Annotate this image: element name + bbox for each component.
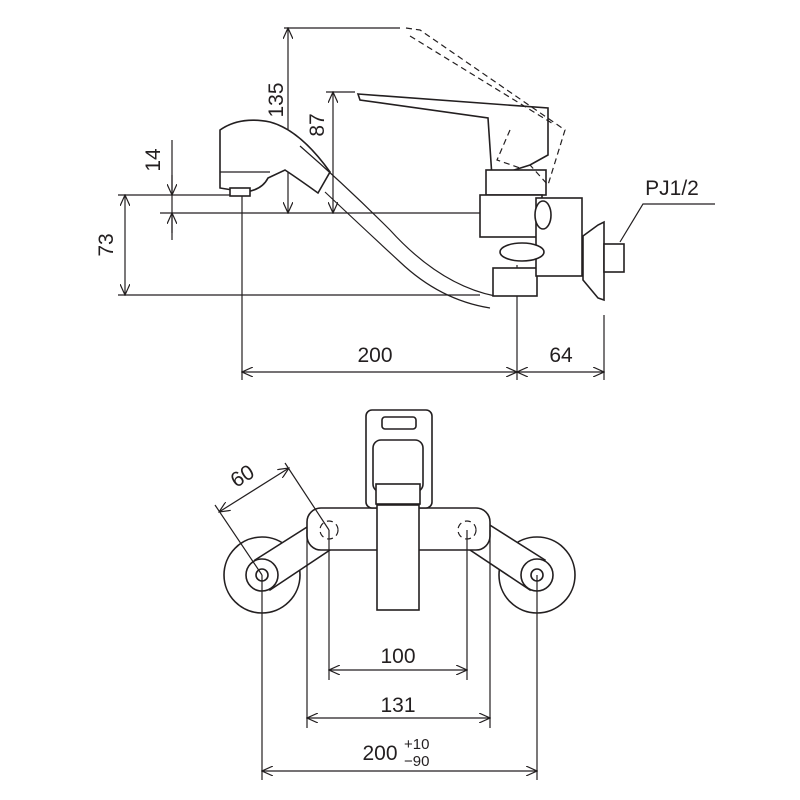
dim-87-label: 87 [306, 113, 329, 136]
dim-131-label: 131 [380, 694, 415, 717]
spout-pipe-top [299, 145, 496, 297]
cartridge-body [485, 169, 547, 196]
ext-line [214, 504, 263, 576]
dim-64-label: 64 [549, 344, 573, 367]
front-view: 60 100 131 200 +10 −90 [214, 409, 576, 780]
dim-200-front-label: 200 [362, 742, 397, 765]
spout-front [376, 504, 420, 611]
lever-handle [356, 93, 549, 179]
thread-pipe [603, 243, 625, 273]
aerator [229, 187, 251, 197]
lever-grip [381, 416, 417, 430]
dim-200-label: 200 [357, 344, 392, 367]
thread-label: PJ1/2 [645, 177, 699, 200]
lever-open-position-base [496, 129, 521, 169]
dim-73-label: 73 [95, 233, 118, 256]
tolerance-plus: +10 [404, 736, 429, 753]
side-view: 135 87 14 73 200 64 PJ1/2 [95, 28, 715, 380]
spout-pipe-bottom [324, 191, 491, 309]
thread-leader [619, 203, 715, 243]
union-nut [534, 200, 552, 230]
wall-flange [582, 220, 605, 302]
cartridge-collar [375, 483, 421, 505]
ext-line [284, 462, 330, 531]
dim-100-label: 100 [380, 645, 415, 668]
dim-60-label: 60 [227, 461, 259, 493]
dim-60 [219, 468, 289, 512]
spout-base [492, 267, 538, 297]
lever-open-position [405, 27, 566, 187]
tolerance-minus: −90 [404, 753, 429, 770]
lever-open-position-inner [409, 35, 556, 126]
valve-body [479, 194, 543, 238]
dim-135-label: 135 [265, 82, 288, 117]
dim-14-label: 14 [142, 148, 165, 172]
lower-nut [499, 242, 545, 262]
spout-head [219, 119, 331, 195]
